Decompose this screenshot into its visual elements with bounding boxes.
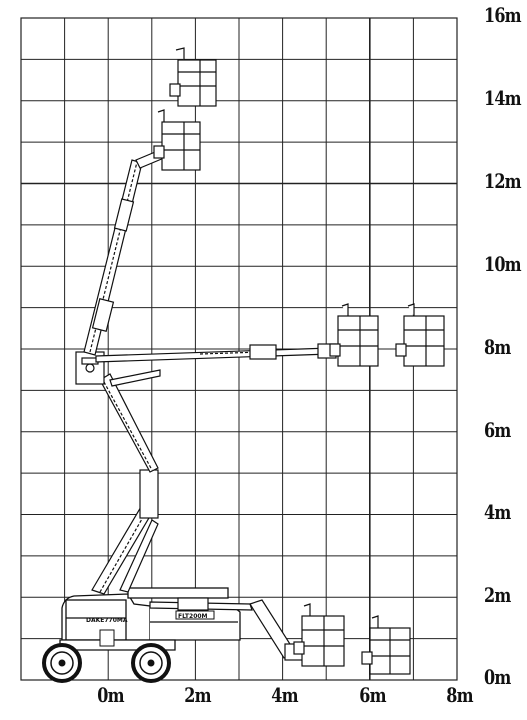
platform-low-1 [293,603,345,667]
y-label-6m: 6m [484,418,511,442]
brand-text: DAKE770MA [86,617,128,624]
y-label-10m: 10m [484,252,522,276]
platform-top-2 [153,109,201,171]
y-label-12m: 12m [484,169,522,193]
y-label-14m: 14m [484,86,522,110]
y-label-2m: 2m [484,583,511,607]
y-label-16m: 16m [484,3,522,27]
x-label-4m: 4m [271,683,298,707]
x-label-0m: 0m [97,683,124,707]
x-label-6m: 6m [359,683,386,707]
y-label-0m: 0m [484,665,511,689]
lower-boom [91,373,159,595]
machine-chassis [59,587,241,651]
platform-low-2 [361,615,411,675]
front-wheel [42,643,82,683]
upper-boom-vertical [83,149,165,356]
x-label-2m: 2m [184,683,211,707]
ground-jib-boom [149,597,304,661]
platform-top-1 [169,47,217,107]
platform-mid-1 [329,303,379,367]
y-label-8m: 8m [484,335,511,359]
y-label-4m: 4m [484,500,511,524]
decal-text: FLT200M [178,613,208,620]
x-label-8m: 8m [446,683,473,707]
rear-wheel [131,643,171,683]
platform-mid-2 [395,303,445,367]
upper-boom-horizontal [95,343,337,387]
